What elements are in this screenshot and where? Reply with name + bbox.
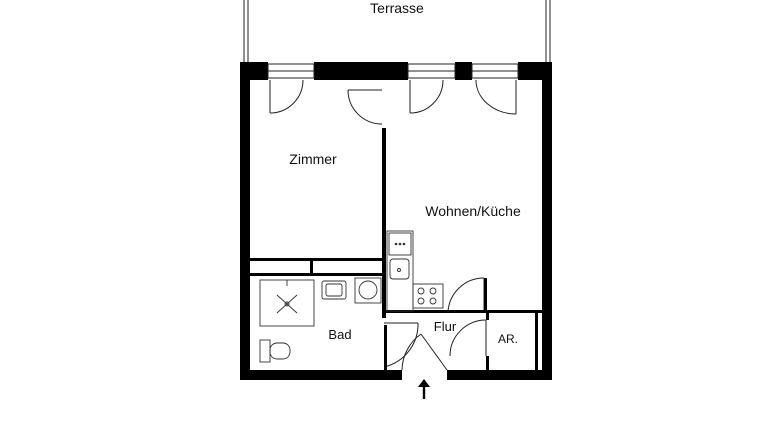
terrace: Terrasse [243,0,551,62]
shower-drain-icon [259,279,315,327]
room-label-wohnen: Wohnen/Küche [425,203,521,219]
door-swings [269,79,517,371]
bathroom-fixtures [259,277,382,363]
washer-icon [354,277,382,304]
sink-icon [321,280,347,300]
stove-icon [412,283,444,309]
kitchen-fixtures [386,230,444,312]
windows [267,63,519,79]
outer-walls [240,62,552,380]
toilet-icon [259,339,291,363]
room-label-bad: Bad [328,327,351,342]
inner-walls [250,128,544,371]
fridge-icon [388,232,412,256]
kitchen-sink-icon [389,258,410,280]
terrace-label: Terrasse [370,0,424,16]
room-label-zimmer: Zimmer [289,151,337,167]
room-label-flur: Flur [434,319,457,334]
room-label-ar: AR. [498,332,518,346]
entrance-arrow-icon [418,379,430,399]
